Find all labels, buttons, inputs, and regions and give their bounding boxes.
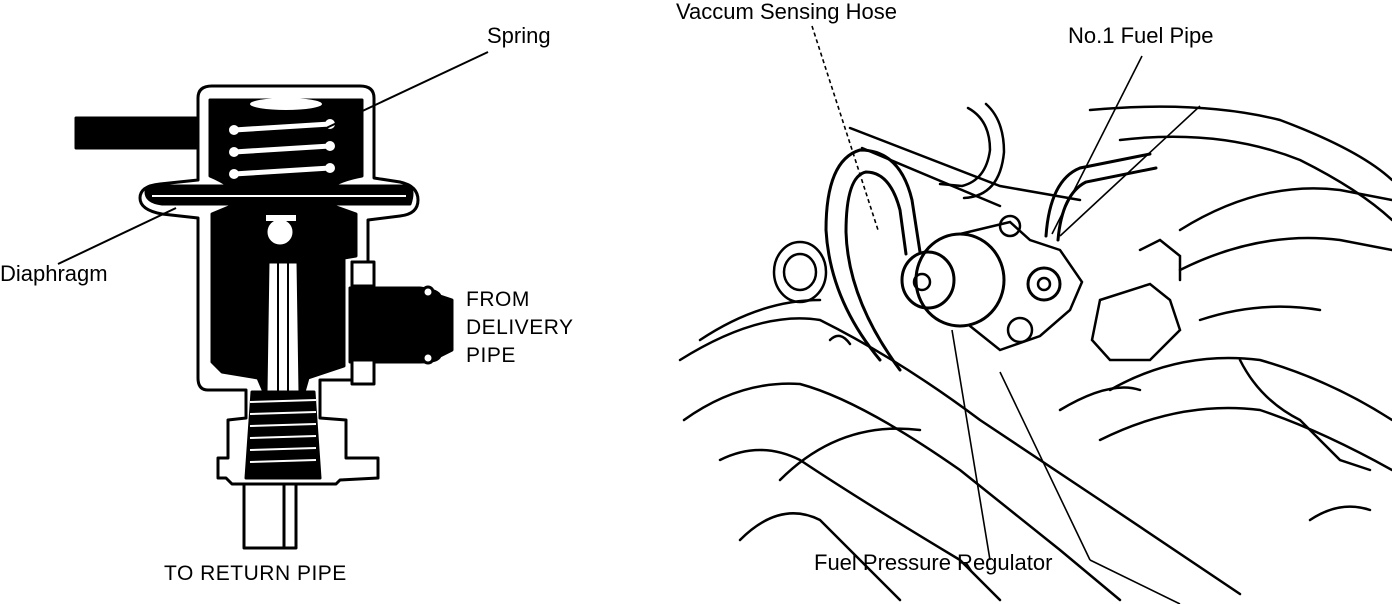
inlet-pipe [348,286,454,364]
vacuum-hose-label: Vaccum Sensing Hose [676,0,897,24]
vacuum-nipple [74,116,198,150]
return-tube [264,260,302,394]
diaphragm-leader [57,207,177,265]
housing-outline [138,84,420,486]
regulator-leader-b [999,371,1091,561]
from-delivery-pipe-label-line3: PIPE [466,344,516,367]
spring-coils [233,121,331,177]
regulator-label: Fuel Pressure Regulator [814,550,1053,575]
valve-ball [264,216,296,248]
spring-label: Spring [487,23,551,48]
diaphragm-label: Diaphragm [0,261,108,286]
vacuum-hose-leader [811,25,879,231]
fuel-pipe-label: No.1 Fuel Pipe [1068,23,1214,48]
fuel-pipe [1044,152,1152,238]
engine-bay-illustration [678,102,1392,602]
spring-leader [321,51,489,131]
from-delivery-pipe-label-line2: DELIVERY [466,316,574,339]
outlet-pipe [242,482,286,550]
fuel-pipe-leader-b [1059,105,1201,237]
to-return-pipe-label: TO RETURN PIPE [164,562,347,585]
vacuum-hose [824,148,922,362]
fuel-pipe-leader-a [1051,55,1143,235]
regulator-leader-a [951,329,991,561]
from-delivery-pipe-label-line1: FROM [466,288,530,311]
threaded-fitting [244,390,322,480]
